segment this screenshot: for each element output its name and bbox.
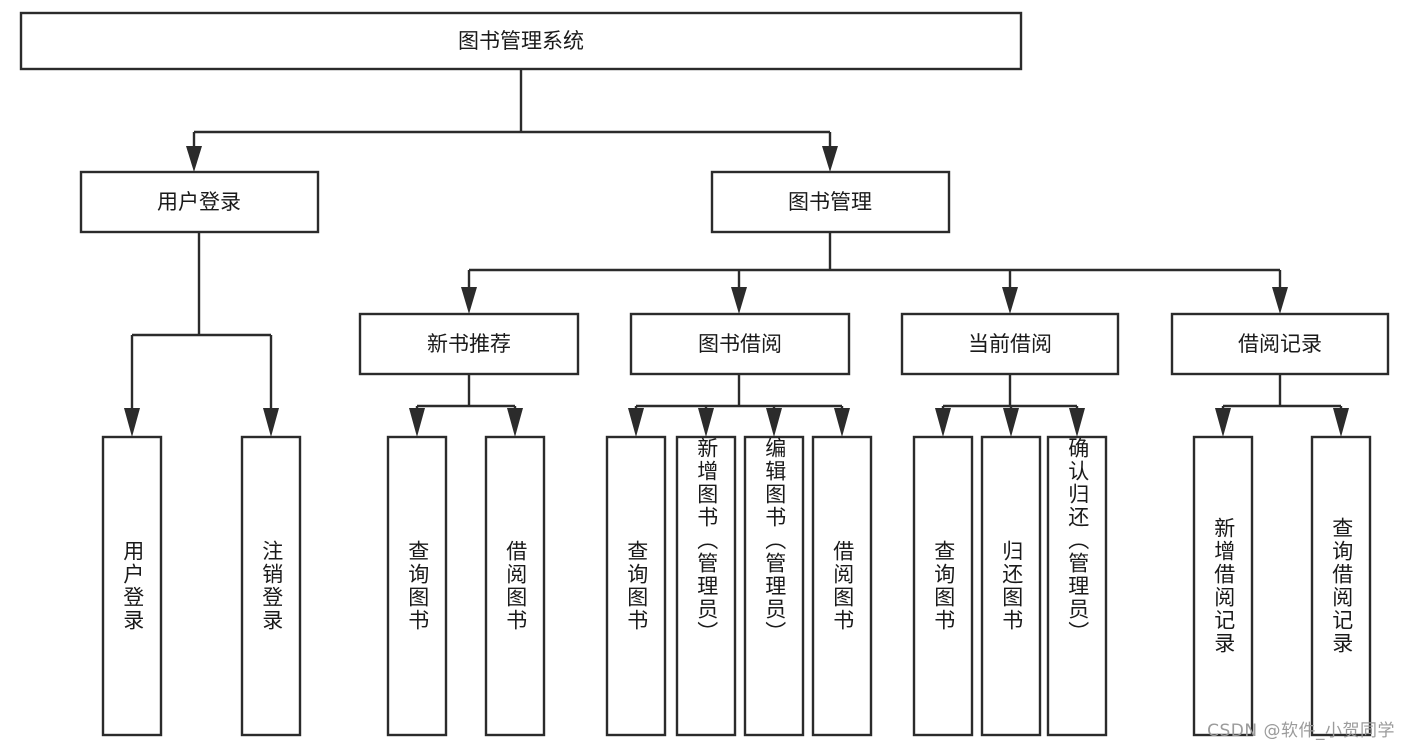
node-borrow-record-label: 借阅记录 xyxy=(1238,332,1322,356)
node-user-login-label: 用户登录 xyxy=(157,190,241,214)
node-book-borrow-label: 图书借阅 xyxy=(698,332,782,356)
leaf-box-user-login-0[interactable] xyxy=(101,435,163,737)
arrow-head-currentborrow-leaf-3 xyxy=(1069,408,1085,437)
node-root-box[interactable] xyxy=(19,11,1023,71)
node-current-borrow-box[interactable] xyxy=(900,312,1120,376)
arrow-head-bookborrow-leaf-3 xyxy=(766,408,782,437)
arrow-head-borrowrecord-leaf-2 xyxy=(1333,408,1349,437)
watermark-text: CSDN @软件_小贺同学 xyxy=(1207,721,1395,741)
arrow-head-leaf-user-login xyxy=(124,408,140,437)
arrow-head-current-borrow xyxy=(1002,287,1018,314)
node-current-borrow-label: 当前借阅 xyxy=(968,332,1052,356)
leaf-box-book-borrow-3[interactable] xyxy=(811,435,873,737)
arrow-head-newbook-leaf-2 xyxy=(507,408,523,437)
node-user-login-box[interactable] xyxy=(79,170,320,234)
node-new-book-box[interactable] xyxy=(358,312,580,376)
arrow-head-bookborrow-leaf-1 xyxy=(628,408,644,437)
arrow-head-bookborrow-leaf-2 xyxy=(698,408,714,437)
leaf-box-borrow-record-1[interactable] xyxy=(1310,435,1372,737)
leaf-box-current-borrow-1[interactable] xyxy=(980,435,1042,737)
leaf-box-book-borrow-2[interactable] xyxy=(743,435,805,737)
arrow-head-bookborrow-leaf-4 xyxy=(834,408,850,437)
connector-layer xyxy=(124,69,1349,437)
node-book-manage-box[interactable] xyxy=(710,170,951,234)
leaf-box-book-borrow-0[interactable] xyxy=(605,435,667,737)
leaf-box-user-login-1[interactable] xyxy=(240,435,302,737)
node-new-book-label: 新书推荐 xyxy=(427,332,511,356)
node-root-label: 图书管理系统 xyxy=(458,29,584,53)
leaf-box-borrow-record-0[interactable] xyxy=(1192,435,1254,737)
arrow-head-leaf-logout xyxy=(263,408,279,437)
arrow-head-new-book xyxy=(461,287,477,314)
node-layer: 图书管理系统 用户登录 图书管理 新书推荐 图书借阅 当前借阅 借阅记录 xyxy=(19,11,1390,737)
arrow-head-borrowrecord-leaf-1 xyxy=(1215,408,1231,437)
node-book-manage-label: 图书管理 xyxy=(788,190,872,214)
arrow-head-borrow-record xyxy=(1272,287,1288,314)
leaf-box-current-borrow-2[interactable] xyxy=(1046,435,1108,737)
leaf-box-new-book-1[interactable] xyxy=(484,435,546,737)
arrow-head-book-manage xyxy=(822,146,838,172)
arrow-head-currentborrow-leaf-2 xyxy=(1003,408,1019,437)
node-borrow-record-box[interactable] xyxy=(1170,312,1390,376)
arrow-head-currentborrow-leaf-1 xyxy=(935,408,951,437)
leaf-box-book-borrow-1[interactable] xyxy=(675,435,737,737)
arrow-head-newbook-leaf-1 xyxy=(409,408,425,437)
arrow-head-book-borrow xyxy=(731,287,747,314)
node-book-borrow-box[interactable] xyxy=(629,312,851,376)
leaf-box-current-borrow-0[interactable] xyxy=(912,435,974,737)
leaf-box-new-book-0[interactable] xyxy=(386,435,448,737)
arrow-head-user-login xyxy=(186,146,202,172)
